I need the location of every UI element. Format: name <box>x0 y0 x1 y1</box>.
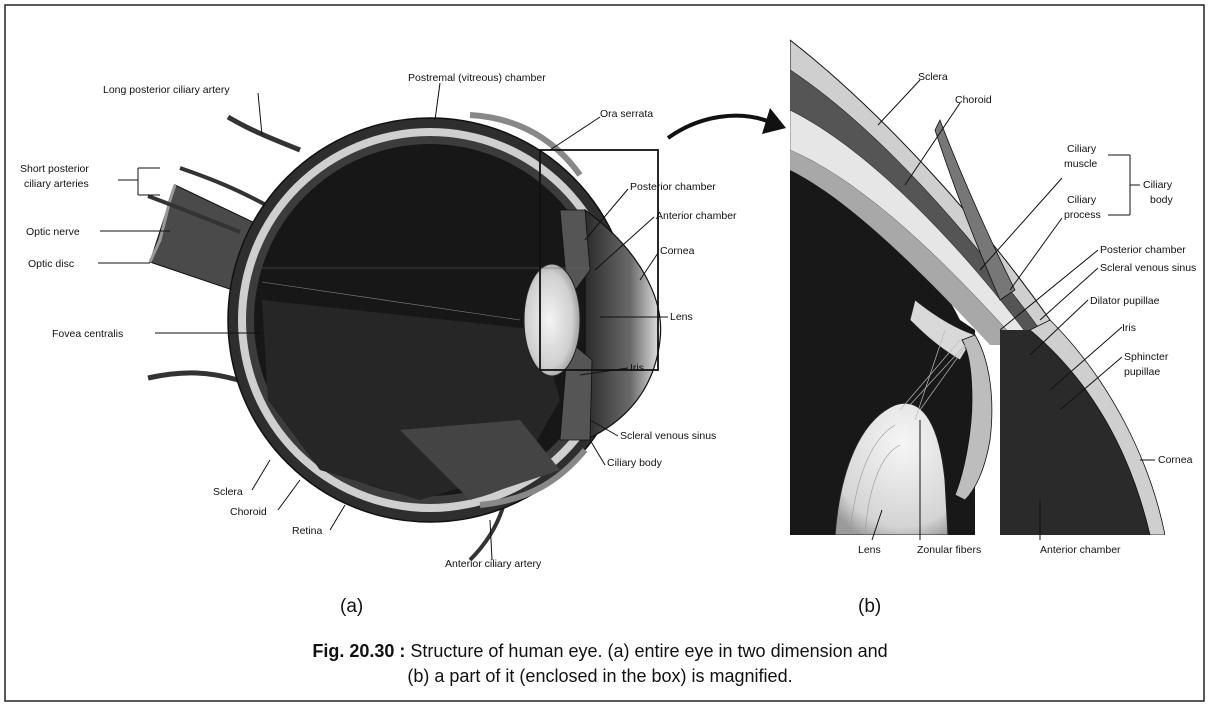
panel-a-label: (a) <box>340 596 363 617</box>
label-sclera-b: Sclera <box>918 71 948 83</box>
label-posterior-chamber-a: Posterior chamber <box>630 181 716 193</box>
label-anterior-ciliary-artery: Anterior ciliary artery <box>445 558 542 570</box>
label-sphincter-1: Sphincter <box>1124 351 1169 363</box>
magnify-arrow <box>668 116 770 138</box>
figure-caption: Fig. 20.30 : Structure of human eye. (a)… <box>312 641 887 686</box>
panel-b-drawing <box>790 35 1165 535</box>
label-long-posterior-ciliary-artery: Long posterior ciliary artery <box>103 84 230 96</box>
label-ciliary-muscle-2: muscle <box>1064 158 1097 170</box>
caption-text-1: Structure of human eye. (a) entire eye i… <box>405 641 887 661</box>
label-ciliary-process-1: Ciliary <box>1067 194 1097 206</box>
label-fovea-centralis: Fovea centralis <box>52 328 123 340</box>
caption-line-1: Fig. 20.30 : Structure of human eye. (a)… <box>312 641 887 661</box>
label-zonular-fibers: Zonular fibers <box>917 544 981 556</box>
label-iris-b: Iris <box>1122 322 1136 334</box>
lens-shape <box>524 264 580 376</box>
caption-fig-label: Fig. 20.30 : <box>312 641 405 661</box>
label-choroid-b: Choroid <box>955 94 992 106</box>
label-cornea-a: Cornea <box>660 245 695 257</box>
label-choroid-a: Choroid <box>230 506 267 518</box>
label-scleral-venous-sinus-b: Scleral venous sinus <box>1100 262 1196 274</box>
label-short-posterior-1: Short posterior <box>20 163 89 175</box>
label-sclera-a: Sclera <box>213 486 243 498</box>
label-postremal-chamber: Postremal (vitreous) chamber <box>408 72 546 84</box>
label-posterior-chamber-b: Posterior chamber <box>1100 244 1186 256</box>
label-ciliary-body-a: Ciliary body <box>607 457 663 469</box>
label-lens-b: Lens <box>858 544 881 556</box>
label-ciliary-body-b-1: Ciliary <box>1143 179 1173 191</box>
panel-b-label: (b) <box>858 596 881 617</box>
label-ora-serrata: Ora serrata <box>600 108 653 120</box>
label-scleral-venous-sinus-a: Scleral venous sinus <box>620 430 716 442</box>
label-ciliary-body-b-2: body <box>1150 194 1174 206</box>
label-anterior-chamber-a: Anterior chamber <box>656 210 737 222</box>
label-iris-a: Iris <box>630 362 644 374</box>
long-posterior-ciliary-artery-shape <box>228 117 300 150</box>
label-optic-nerve: Optic nerve <box>26 226 80 238</box>
label-ciliary-process-2: process <box>1064 209 1101 221</box>
label-retina-a: Retina <box>292 525 323 537</box>
label-lens-a: Lens <box>670 311 693 323</box>
label-anterior-chamber-b: Anterior chamber <box>1040 544 1121 556</box>
label-optic-disc: Optic disc <box>28 258 74 270</box>
label-cornea-b: Cornea <box>1158 454 1193 466</box>
label-dilator-pupillae: Dilator pupillae <box>1090 295 1160 307</box>
label-short-posterior-2: ciliary arteries <box>24 178 89 190</box>
label-ciliary-muscle-1: Ciliary <box>1067 143 1097 155</box>
caption-line-2: (b) a part of it (enclosed in the box) i… <box>407 666 792 686</box>
label-sphincter-2: pupillae <box>1124 366 1160 378</box>
